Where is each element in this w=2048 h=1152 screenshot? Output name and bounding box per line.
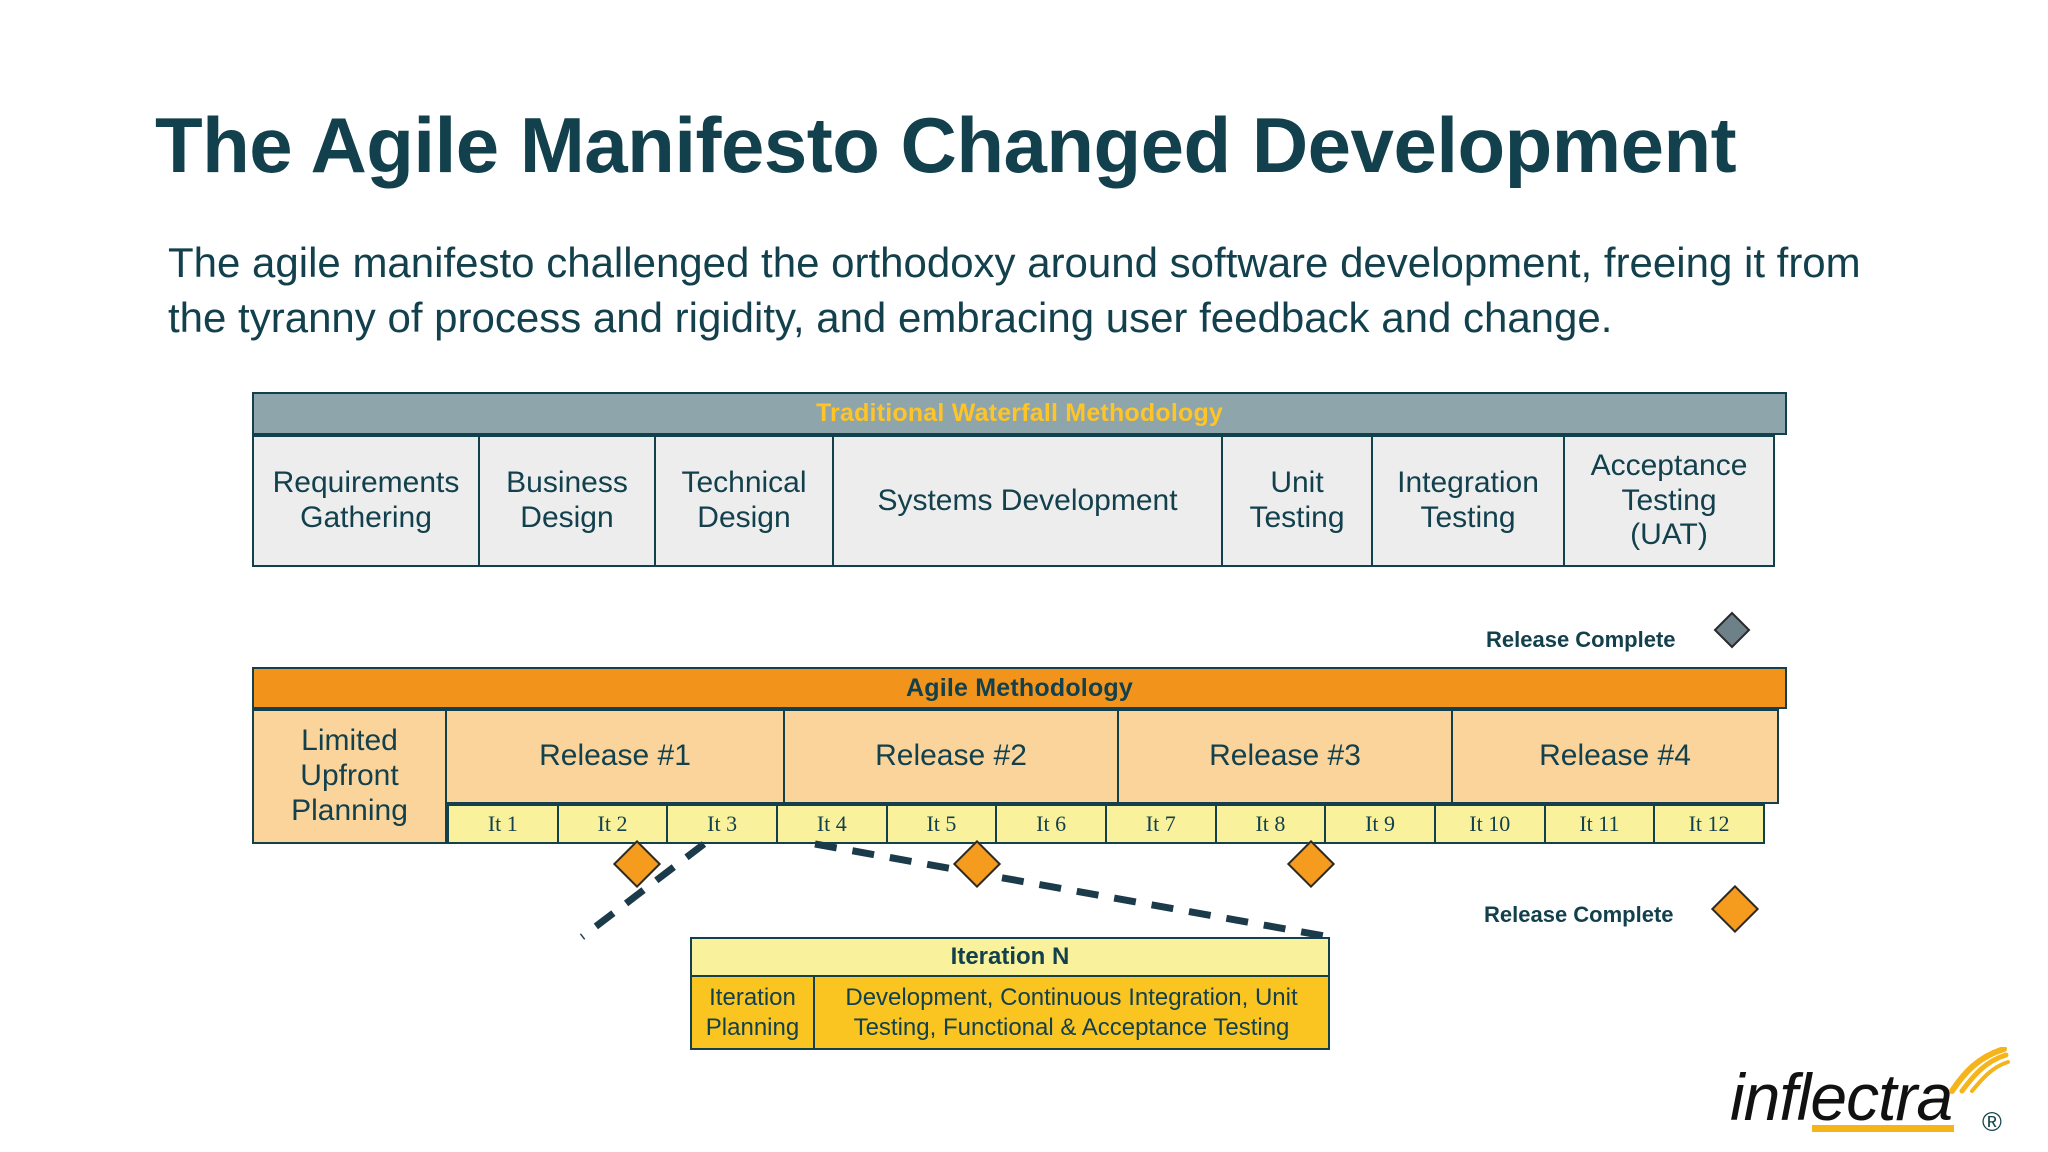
agile-iteration-cell: It 9 xyxy=(1324,804,1436,844)
waterfall-phase-label: Design xyxy=(520,501,614,534)
agile-iteration-label: It 1 xyxy=(487,811,518,837)
agile-iteration-cell: It 6 xyxy=(995,804,1107,844)
milestone-diamond-1-icon xyxy=(612,839,662,889)
logo-registered-mark: ® xyxy=(1982,1107,2002,1137)
agile-release-cell: Release #3 xyxy=(1117,709,1453,804)
agile-iteration-label: It 9 xyxy=(1365,811,1396,837)
waterfall-phase-label: Technical xyxy=(681,466,807,500)
agile-iteration-cell: It 10 xyxy=(1433,804,1546,844)
agile-header-band: Agile Methodology xyxy=(252,667,1787,709)
agile-iteration-label: It 10 xyxy=(1469,811,1511,837)
agile-iteration-label: It 7 xyxy=(1145,811,1176,837)
waterfall-release-complete-label: Release Complete xyxy=(1486,627,1676,652)
waterfall-phase-label: Design xyxy=(697,501,791,534)
methodology-diagram: Traditional Waterfall Methodology Requir… xyxy=(252,392,1787,1072)
agile-release-cell: Release #2 xyxy=(783,709,1119,804)
agile-iteration-label: It 12 xyxy=(1688,811,1730,837)
agile-iteration-label: It 4 xyxy=(816,811,847,837)
waterfall-phase-cell: Systems Development xyxy=(832,435,1223,567)
waterfall-phase-label: Acceptance xyxy=(1590,448,1748,482)
agile-release-complete-label: Release Complete xyxy=(1484,902,1674,927)
page-subtitle: The agile manifesto challenged the ortho… xyxy=(168,239,1861,342)
waterfall-release-complete-diamond-icon xyxy=(1713,611,1751,649)
agile-iteration-cell: It 4 xyxy=(775,804,888,844)
agile-iteration-cell: It 8 xyxy=(1214,804,1327,844)
waterfall-phase-label: Systems Development xyxy=(877,483,1178,517)
agile-iteration-row: It 1 It 2 It 3 It 4 It 5 It 6 It 7 It 8 It 9 It 1… xyxy=(447,804,1787,844)
agile-release-cell: Release #1 xyxy=(445,709,785,804)
agile-iteration-cell: It 7 xyxy=(1104,804,1217,844)
waterfall-phase-label: Business xyxy=(506,466,628,500)
agile-release-label: Release #1 xyxy=(539,739,691,773)
iteration-detail-header: Iteration N xyxy=(690,937,1330,977)
waterfall-phase-label: Unit xyxy=(1270,466,1324,500)
agile-release-cell: Release #4 xyxy=(1451,709,1779,804)
waterfall-header-band: Traditional Waterfall Methodology xyxy=(252,392,1787,435)
logo-underline xyxy=(1812,1125,1954,1132)
agile-upfront-planning-label: Planning xyxy=(291,793,408,827)
agile-upfront-planning-label: Limited xyxy=(301,724,398,758)
connector-right-line xyxy=(814,840,1331,941)
milestone-diamond-3-icon xyxy=(1286,839,1336,889)
agile-release-complete-diamond-icon xyxy=(1710,884,1760,934)
agile-release-label: Release #3 xyxy=(1209,739,1361,773)
agile-iteration-cell: It 3 xyxy=(666,804,778,844)
waterfall-phase-label: Testing xyxy=(1249,501,1345,534)
waterfall-phase-label: Integration xyxy=(1397,466,1539,500)
page-title: The Agile Manifesto Changed Development xyxy=(155,101,1737,189)
agile-iteration-label: It 2 xyxy=(597,811,628,837)
waterfall-phase-label: Testing xyxy=(1420,501,1516,534)
milestone-diamond-2-icon xyxy=(952,839,1002,889)
waterfall-phase-label: (UAT) xyxy=(1630,518,1708,552)
waterfall-phase-label: Requirements xyxy=(272,466,460,500)
iteration-planning-cell: Iteration Planning xyxy=(690,975,815,1050)
iteration-activities-cell: Development, Continuous Integration, Uni… xyxy=(813,975,1330,1050)
agile-iteration-cell: It 2 xyxy=(556,804,669,844)
logo-wordmark: inflectra xyxy=(1730,1060,1953,1134)
waterfall-header-label: Traditional Waterfall Methodology xyxy=(815,399,1224,427)
agile-iteration-label: It 6 xyxy=(1036,811,1067,837)
agile-iteration-label: It 11 xyxy=(1579,811,1620,837)
waterfall-phase-label: Gathering xyxy=(300,501,432,534)
agile-iteration-label: It 3 xyxy=(707,811,738,837)
agile-upfront-planning-label: Upfront xyxy=(300,759,399,793)
agile-release-label: Release #4 xyxy=(1539,739,1691,773)
agile-iteration-cell: It 1 xyxy=(447,804,559,844)
agile-iteration-label: It 5 xyxy=(926,811,957,837)
agile-iteration-label: It 8 xyxy=(1255,811,1286,837)
logo-swoosh-icon xyxy=(1949,1047,2010,1094)
inflectra-logo: inflectra ® xyxy=(1730,1047,2010,1141)
agile-header-label: Agile Methodology xyxy=(906,673,1133,702)
waterfall-phase-label: Testing xyxy=(1621,483,1717,517)
iteration-detail-box: Iteration N Iteration Planning Developme… xyxy=(690,937,1330,1050)
agile-iteration-cell: It 5 xyxy=(885,804,998,844)
agile-iteration-cell: It 12 xyxy=(1653,804,1765,844)
agile-iteration-cell: It 11 xyxy=(1543,804,1656,844)
agile-release-label: Release #2 xyxy=(875,739,1027,773)
